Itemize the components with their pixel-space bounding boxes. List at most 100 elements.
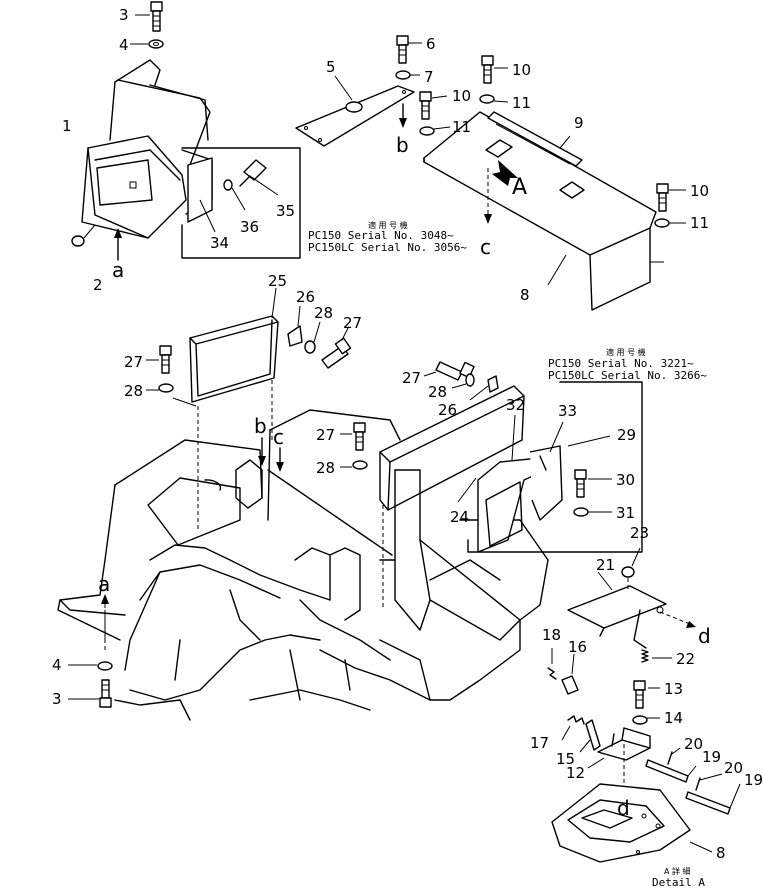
callout-labels: 1 2 3 4 5 6 7 8 9 10 10 10 11 11 11 34 3… [52, 6, 763, 862]
arrow-b-mid [258, 437, 266, 466]
callout-33: 33 [558, 402, 577, 420]
detail-caption-jp: A 詳 細 [664, 866, 691, 876]
part-9-rail [487, 111, 583, 167]
callout-11-c: 11 [690, 214, 709, 232]
callout-4-top: 4 [119, 36, 129, 54]
arrow-d-right [659, 611, 696, 628]
letter-d-detail: d [617, 796, 630, 820]
callout-31: 31 [616, 504, 635, 522]
callout-11-a: 11 [512, 94, 531, 112]
callout-28-d: 28 [428, 383, 447, 401]
callout-10-b: 10 [452, 87, 471, 105]
note1-line1: PC150 Serial No. 3048~ [308, 229, 454, 242]
part-1-box [81, 59, 213, 239]
part-26-bracket-a [287, 305, 303, 347]
part-13-bolt [633, 680, 660, 709]
part-4-washer-top [130, 39, 164, 49]
callout-29: 29 [617, 426, 636, 444]
callout-11-b: 11 [452, 118, 471, 136]
part-19-pin-a [645, 759, 697, 783]
part-17-spring [561, 715, 585, 741]
letter-a-top: a [112, 258, 124, 282]
part-8-cover-top [423, 111, 664, 311]
callout-12: 12 [566, 764, 585, 782]
part-2-bolt [71, 224, 96, 247]
callout-3-top: 3 [119, 6, 129, 24]
callout-8-top: 8 [520, 286, 530, 304]
part-10-bolt-a [481, 55, 508, 84]
callout-28-c: 28 [316, 459, 335, 477]
callout-8-detail: 8 [716, 844, 726, 862]
callout-30: 30 [616, 471, 635, 489]
callout-23: 23 [630, 524, 649, 542]
part-22-spring [641, 649, 672, 663]
callout-28-b: 28 [124, 382, 143, 400]
callout-3-bottom: 3 [52, 690, 62, 708]
part-27-bolt-c [340, 422, 366, 451]
callout-24: 24 [450, 508, 469, 526]
note1-jp: 適 用 号 機 [368, 220, 408, 230]
callout-10-a: 10 [512, 61, 531, 79]
callout-14: 14 [664, 709, 683, 727]
part-3-bolt-top [135, 1, 163, 32]
part-19-pin-b [685, 783, 741, 815]
part-7-washer [395, 70, 420, 80]
callout-20-a: 20 [684, 735, 703, 753]
part-28-washer-a [304, 321, 321, 354]
part-26-bracket-b [469, 375, 499, 401]
part-11-washer-a [479, 94, 509, 104]
callout-20-b: 20 [724, 759, 743, 777]
callout-6: 6 [426, 35, 436, 53]
part-11-washer-b [419, 126, 451, 136]
callout-34: 34 [210, 234, 229, 252]
part-27-bolt-b [146, 345, 172, 374]
part-27-bolt-a [321, 327, 352, 369]
part-10-bolt-c [656, 183, 686, 212]
letter-b-top: b [396, 133, 409, 157]
part-33-label-line [549, 421, 564, 453]
arrow-c-mid [276, 447, 284, 472]
callout-21: 21 [596, 556, 615, 574]
part-32-label-line [511, 414, 516, 461]
callout-28-a: 28 [314, 304, 333, 322]
part-4-washer-bottom [68, 661, 113, 671]
letter-b-mid: b [254, 414, 267, 438]
callout-15: 15 [556, 750, 575, 768]
part-28-washer-c [340, 460, 368, 470]
part-10-bolt-b [419, 91, 448, 120]
part-14-washer [632, 715, 660, 725]
callout-26-a: 26 [296, 288, 315, 306]
part-20-clip-b [695, 773, 723, 791]
arrow-a-bottom [101, 594, 109, 650]
part-6-bolt [396, 35, 422, 64]
callout-26-b: 26 [438, 401, 457, 419]
letter-A-big: A [512, 175, 527, 200]
callout-27-d: 27 [402, 369, 421, 387]
letter-c-mid: c [273, 425, 284, 449]
inset-box-34-36 [181, 147, 301, 259]
detail-caption-en: Detail A [652, 876, 705, 889]
part-28-washer-b [146, 383, 197, 407]
callout-13: 13 [664, 680, 683, 698]
callout-35: 35 [276, 202, 295, 220]
note1: 適 用 号 機 PC150 Serial No. 3048~ PC150LC S… [308, 220, 467, 254]
callout-36: 36 [240, 218, 259, 236]
part-12-hinge [587, 727, 651, 769]
note2-jp: 適 用 号 機 [606, 347, 646, 357]
part-31-washer [573, 507, 612, 517]
part-8-detail-cover [551, 783, 713, 863]
letter-d-right: d [698, 624, 711, 648]
part-3-bolt-bottom [68, 679, 112, 708]
callout-5: 5 [326, 58, 336, 76]
part-25-plate [189, 287, 279, 403]
letter-a-bottom: a [98, 572, 110, 596]
part-15-pin [579, 719, 601, 753]
part-20-clip-a [667, 747, 681, 765]
callout-27-a: 27 [343, 314, 362, 332]
letter-c-top: c [480, 235, 491, 259]
callout-27-b: 27 [124, 353, 143, 371]
note2-line2: PC150LC Serial No. 3266~ [548, 369, 707, 382]
callout-9: 9 [574, 114, 584, 132]
